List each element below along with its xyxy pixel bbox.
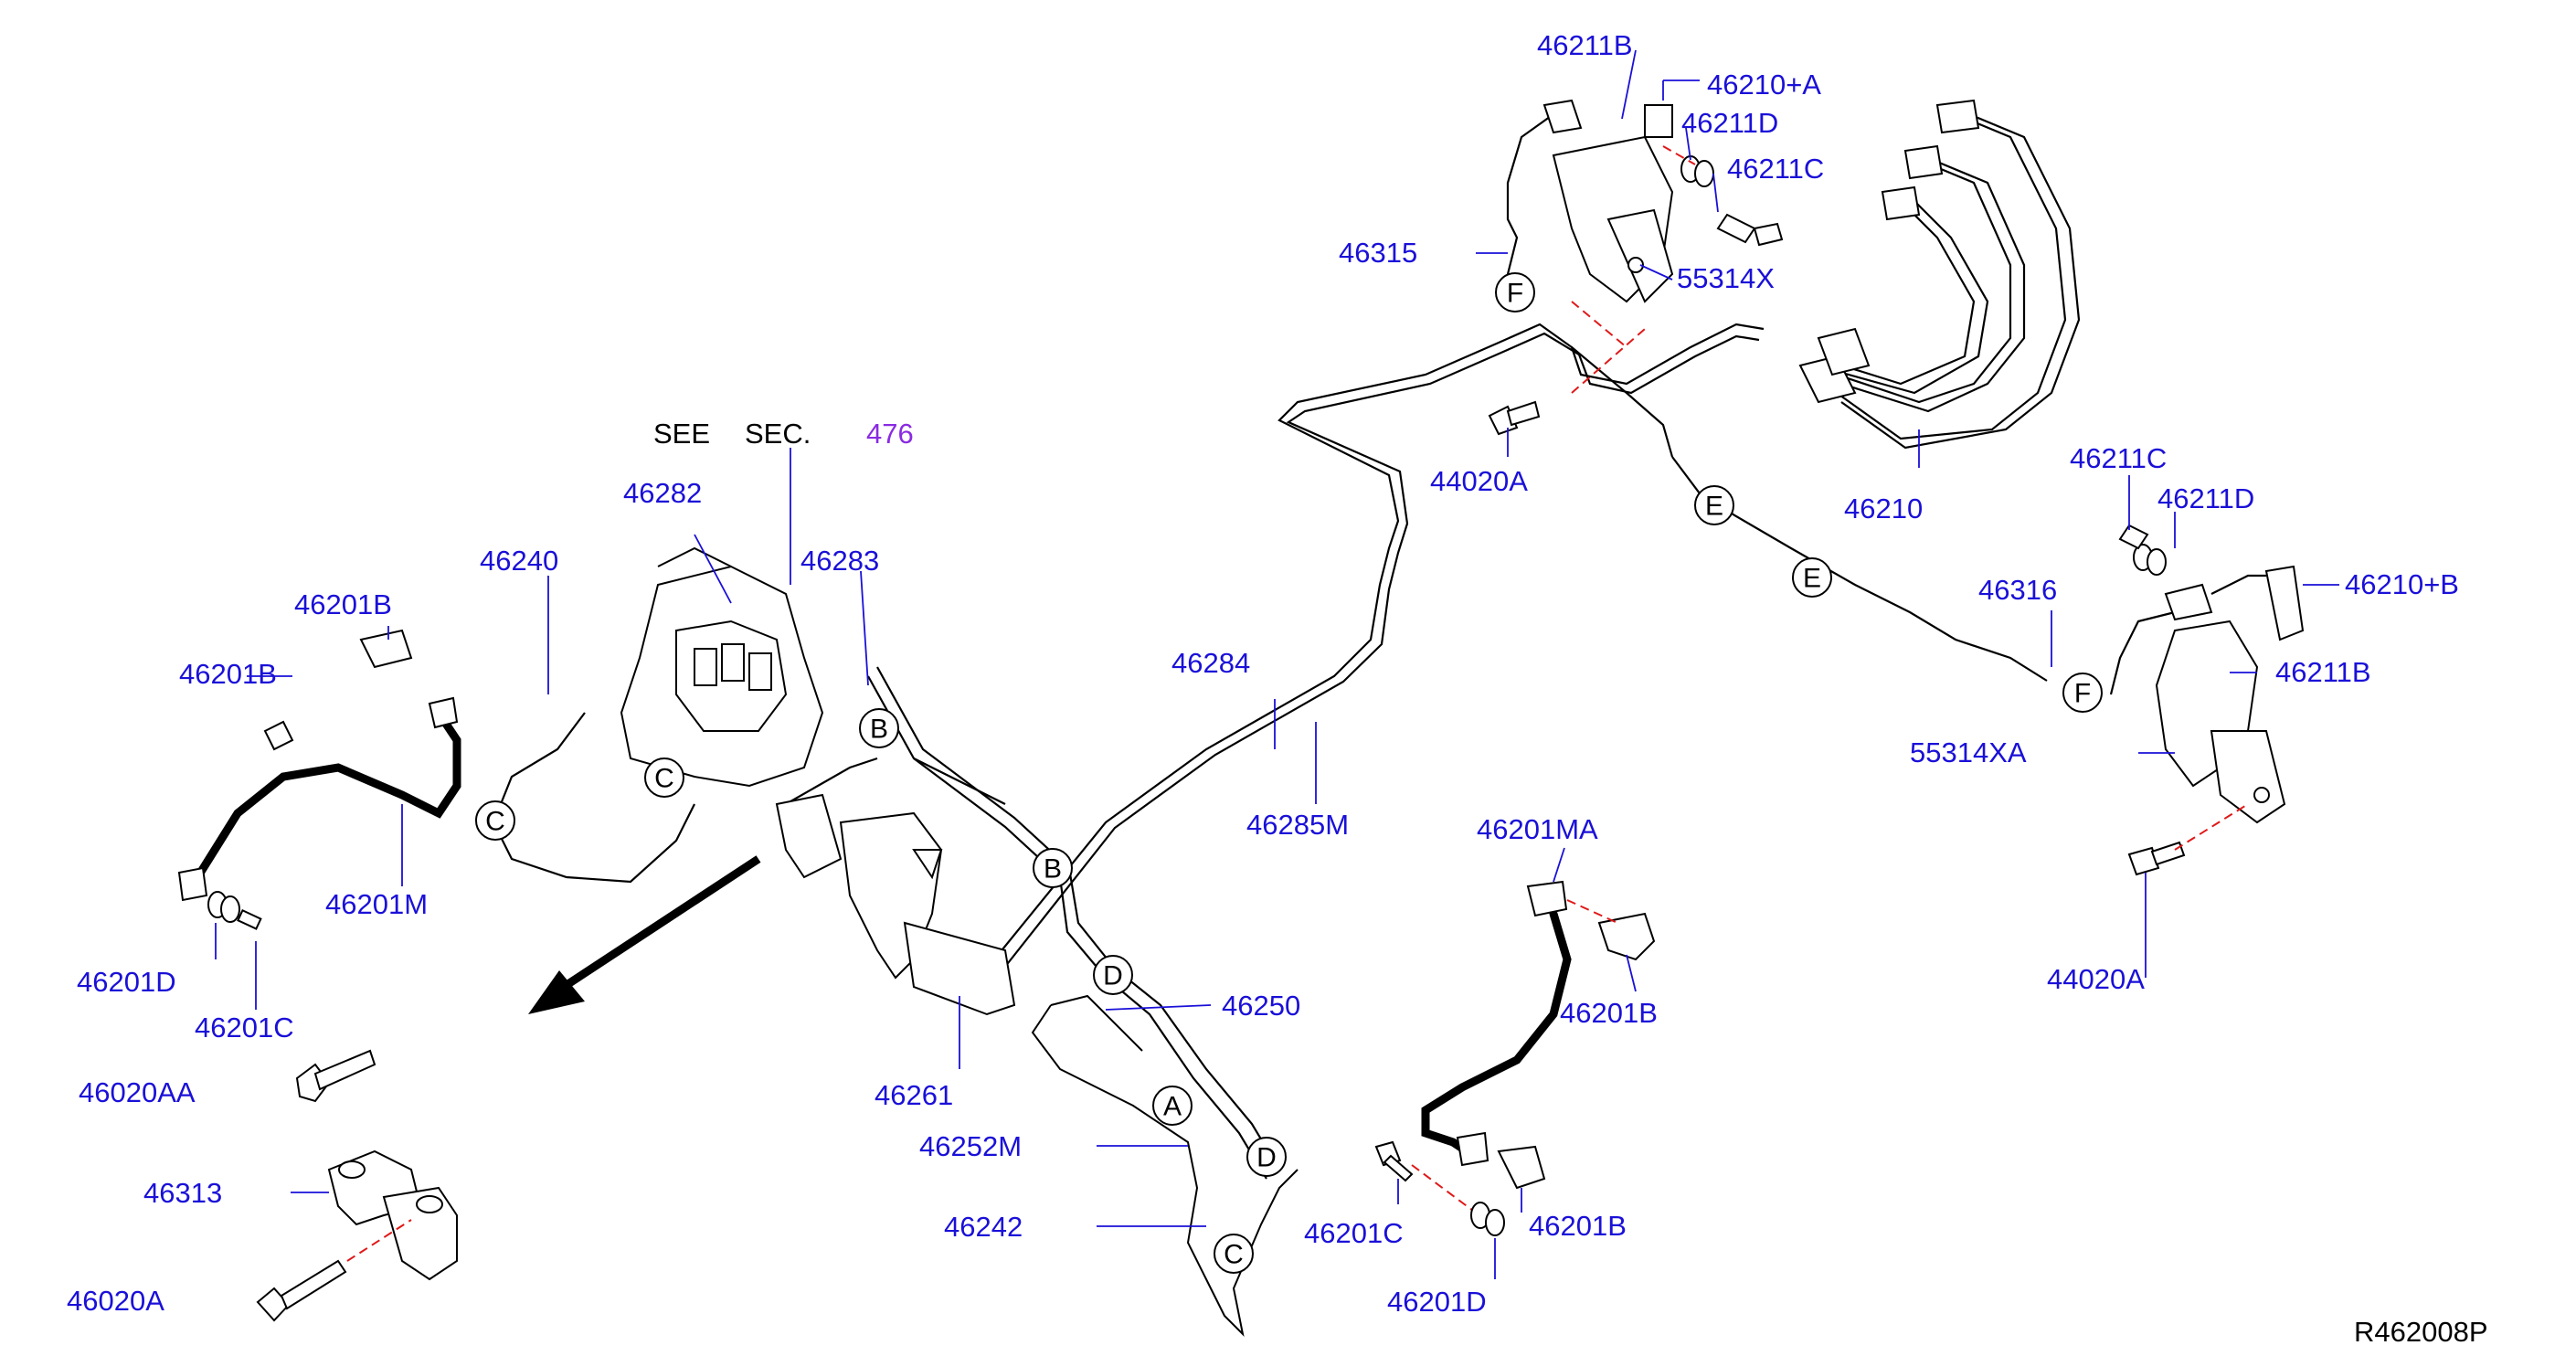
part-label-46201ma[interactable]: 46201MA bbox=[1477, 813, 1598, 845]
part-label-46250[interactable]: 46250 bbox=[1222, 990, 1300, 1022]
callout-f-letter: F bbox=[2074, 679, 2091, 709]
callout-e-letter: E bbox=[1705, 492, 1723, 522]
part-label-46201d-left[interactable]: 46201D bbox=[77, 966, 176, 998]
brake-hose-icon bbox=[1798, 99, 2081, 450]
part-label-55314xa[interactable]: 55314XA bbox=[1910, 736, 2027, 768]
part-label-46201d-mid[interactable]: 46201D bbox=[1387, 1286, 1487, 1318]
callout-c-letter: C bbox=[654, 764, 674, 794]
bracket-icon bbox=[2155, 620, 2286, 824]
clip-icon bbox=[1497, 912, 1656, 1190]
front-arrow-icon bbox=[528, 855, 761, 1014]
callout-d-2: D bbox=[1246, 1137, 1287, 1177]
callout-c-letter: C bbox=[1224, 1240, 1244, 1270]
main-brake-tubes bbox=[492, 323, 2048, 1338]
callout-d-letter: D bbox=[1103, 961, 1123, 991]
part-label-46211b-top[interactable]: 46211B bbox=[1537, 29, 1633, 61]
part-label-46211c-top[interactable]: 46211C bbox=[1727, 153, 1824, 185]
callout-a-letter: A bbox=[1163, 1092, 1182, 1122]
part-label-46211c-right[interactable]: 46211C bbox=[2070, 442, 2167, 474]
part-label-46201b-left-2[interactable]: 46201B bbox=[179, 658, 277, 690]
section-number-link[interactable]: 476 bbox=[866, 418, 914, 450]
section-reference-note: SEE SEC. 476 bbox=[653, 418, 914, 450]
part-label-46316[interactable]: 46316 bbox=[1978, 574, 2057, 606]
washer-icon bbox=[1470, 1202, 1505, 1236]
callout-c-2: C bbox=[475, 800, 515, 841]
part-label-46315[interactable]: 46315 bbox=[1339, 237, 1417, 269]
part-label-46201c-left[interactable]: 46201C bbox=[195, 1012, 294, 1043]
brake-hose-icon bbox=[177, 629, 461, 902]
part-label-46020aa[interactable]: 46020AA bbox=[79, 1076, 196, 1108]
bolt-icon bbox=[2118, 524, 2186, 876]
callout-b-1: B bbox=[859, 708, 899, 748]
bracket-icon bbox=[327, 1149, 458, 1281]
part-label-46210a[interactable]: 46210+A bbox=[1707, 69, 1821, 101]
callout-c-letter: C bbox=[485, 807, 505, 837]
washer-icon bbox=[2133, 544, 2167, 576]
sec-label: SEC. bbox=[745, 418, 811, 450]
part-label-46211b-right[interactable]: 46211B bbox=[2275, 656, 2371, 688]
brake-hose-icon bbox=[1506, 99, 1673, 275]
bolt-icon bbox=[1374, 1140, 1414, 1182]
bracket-icon bbox=[839, 811, 1016, 1016]
callout-b-2: B bbox=[1033, 848, 1073, 888]
part-label-46252m[interactable]: 46252M bbox=[919, 1130, 1022, 1162]
part-label-46261[interactable]: 46261 bbox=[875, 1079, 953, 1111]
leader-lines bbox=[215, 49, 2339, 1279]
part-label-46211d-right[interactable]: 46211D bbox=[2157, 482, 2254, 514]
part-label-46020a[interactable]: 46020A bbox=[67, 1285, 164, 1317]
washer-icon bbox=[207, 891, 240, 923]
bolt-icon bbox=[237, 909, 262, 930]
part-label-44020a-right[interactable]: 44020A bbox=[2047, 963, 2145, 995]
part-label-46283[interactable]: 46283 bbox=[800, 545, 879, 577]
brake-hose-icon bbox=[2109, 565, 2305, 695]
part-label-46282[interactable]: 46282 bbox=[623, 477, 702, 509]
part-label-46201b-mid-2[interactable]: 46201B bbox=[1529, 1210, 1627, 1242]
callout-f: F bbox=[1495, 272, 1535, 313]
callout-e-letter: E bbox=[1803, 564, 1821, 594]
bolt-icon bbox=[1716, 213, 1784, 247]
part-label-46201b-mid[interactable]: 46201B bbox=[1560, 997, 1658, 1029]
callout-c-3: C bbox=[1214, 1234, 1254, 1274]
callout-b-letter: B bbox=[870, 715, 888, 745]
callout-d-1: D bbox=[1093, 955, 1133, 995]
part-label-46210b[interactable]: 46210+B bbox=[2345, 568, 2459, 600]
part-label-46285m[interactable]: 46285M bbox=[1246, 809, 1349, 841]
part-label-44020a-top[interactable]: 44020A bbox=[1430, 465, 1528, 497]
bolt-icon bbox=[1488, 400, 1541, 436]
brake-hose-icon bbox=[1421, 880, 1572, 1167]
abs-actuator-icon bbox=[620, 546, 843, 879]
bracket-icon bbox=[1552, 135, 1674, 303]
part-label-46211d-top[interactable]: 46211D bbox=[1681, 107, 1778, 139]
see-label: SEE bbox=[653, 418, 710, 450]
bolt-icon bbox=[295, 1049, 376, 1103]
callout-b-letter: B bbox=[1044, 854, 1062, 885]
part-label-46313[interactable]: 46313 bbox=[143, 1177, 222, 1209]
part-label-46284[interactable]: 46284 bbox=[1171, 647, 1250, 679]
callout-e-2: E bbox=[1792, 557, 1832, 598]
part-label-46242[interactable]: 46242 bbox=[944, 1211, 1023, 1243]
drawing-number: R462008P bbox=[2354, 1316, 2488, 1348]
part-label-46240[interactable]: 46240 bbox=[480, 545, 558, 577]
part-labels: 46211B 46210+A 46211D 46211C 46315 55314… bbox=[67, 29, 2459, 1318]
callout-c-1: C bbox=[644, 757, 684, 798]
callout-f-letter: F bbox=[1507, 279, 1523, 309]
part-label-46201b-left[interactable]: 46201B bbox=[294, 588, 392, 620]
bolt-icon bbox=[256, 1259, 347, 1322]
washer-icon bbox=[1680, 155, 1714, 187]
part-label-46201m[interactable]: 46201M bbox=[325, 888, 428, 920]
callout-a: A bbox=[1152, 1086, 1193, 1126]
callout-d-letter: D bbox=[1256, 1143, 1277, 1173]
part-label-55314x[interactable]: 55314X bbox=[1677, 262, 1775, 294]
part-label-46210[interactable]: 46210 bbox=[1844, 493, 1923, 524]
callout-e-1: E bbox=[1694, 485, 1734, 525]
callout-f-2: F bbox=[2062, 673, 2103, 713]
part-label-46201c-mid[interactable]: 46201C bbox=[1304, 1217, 1404, 1249]
